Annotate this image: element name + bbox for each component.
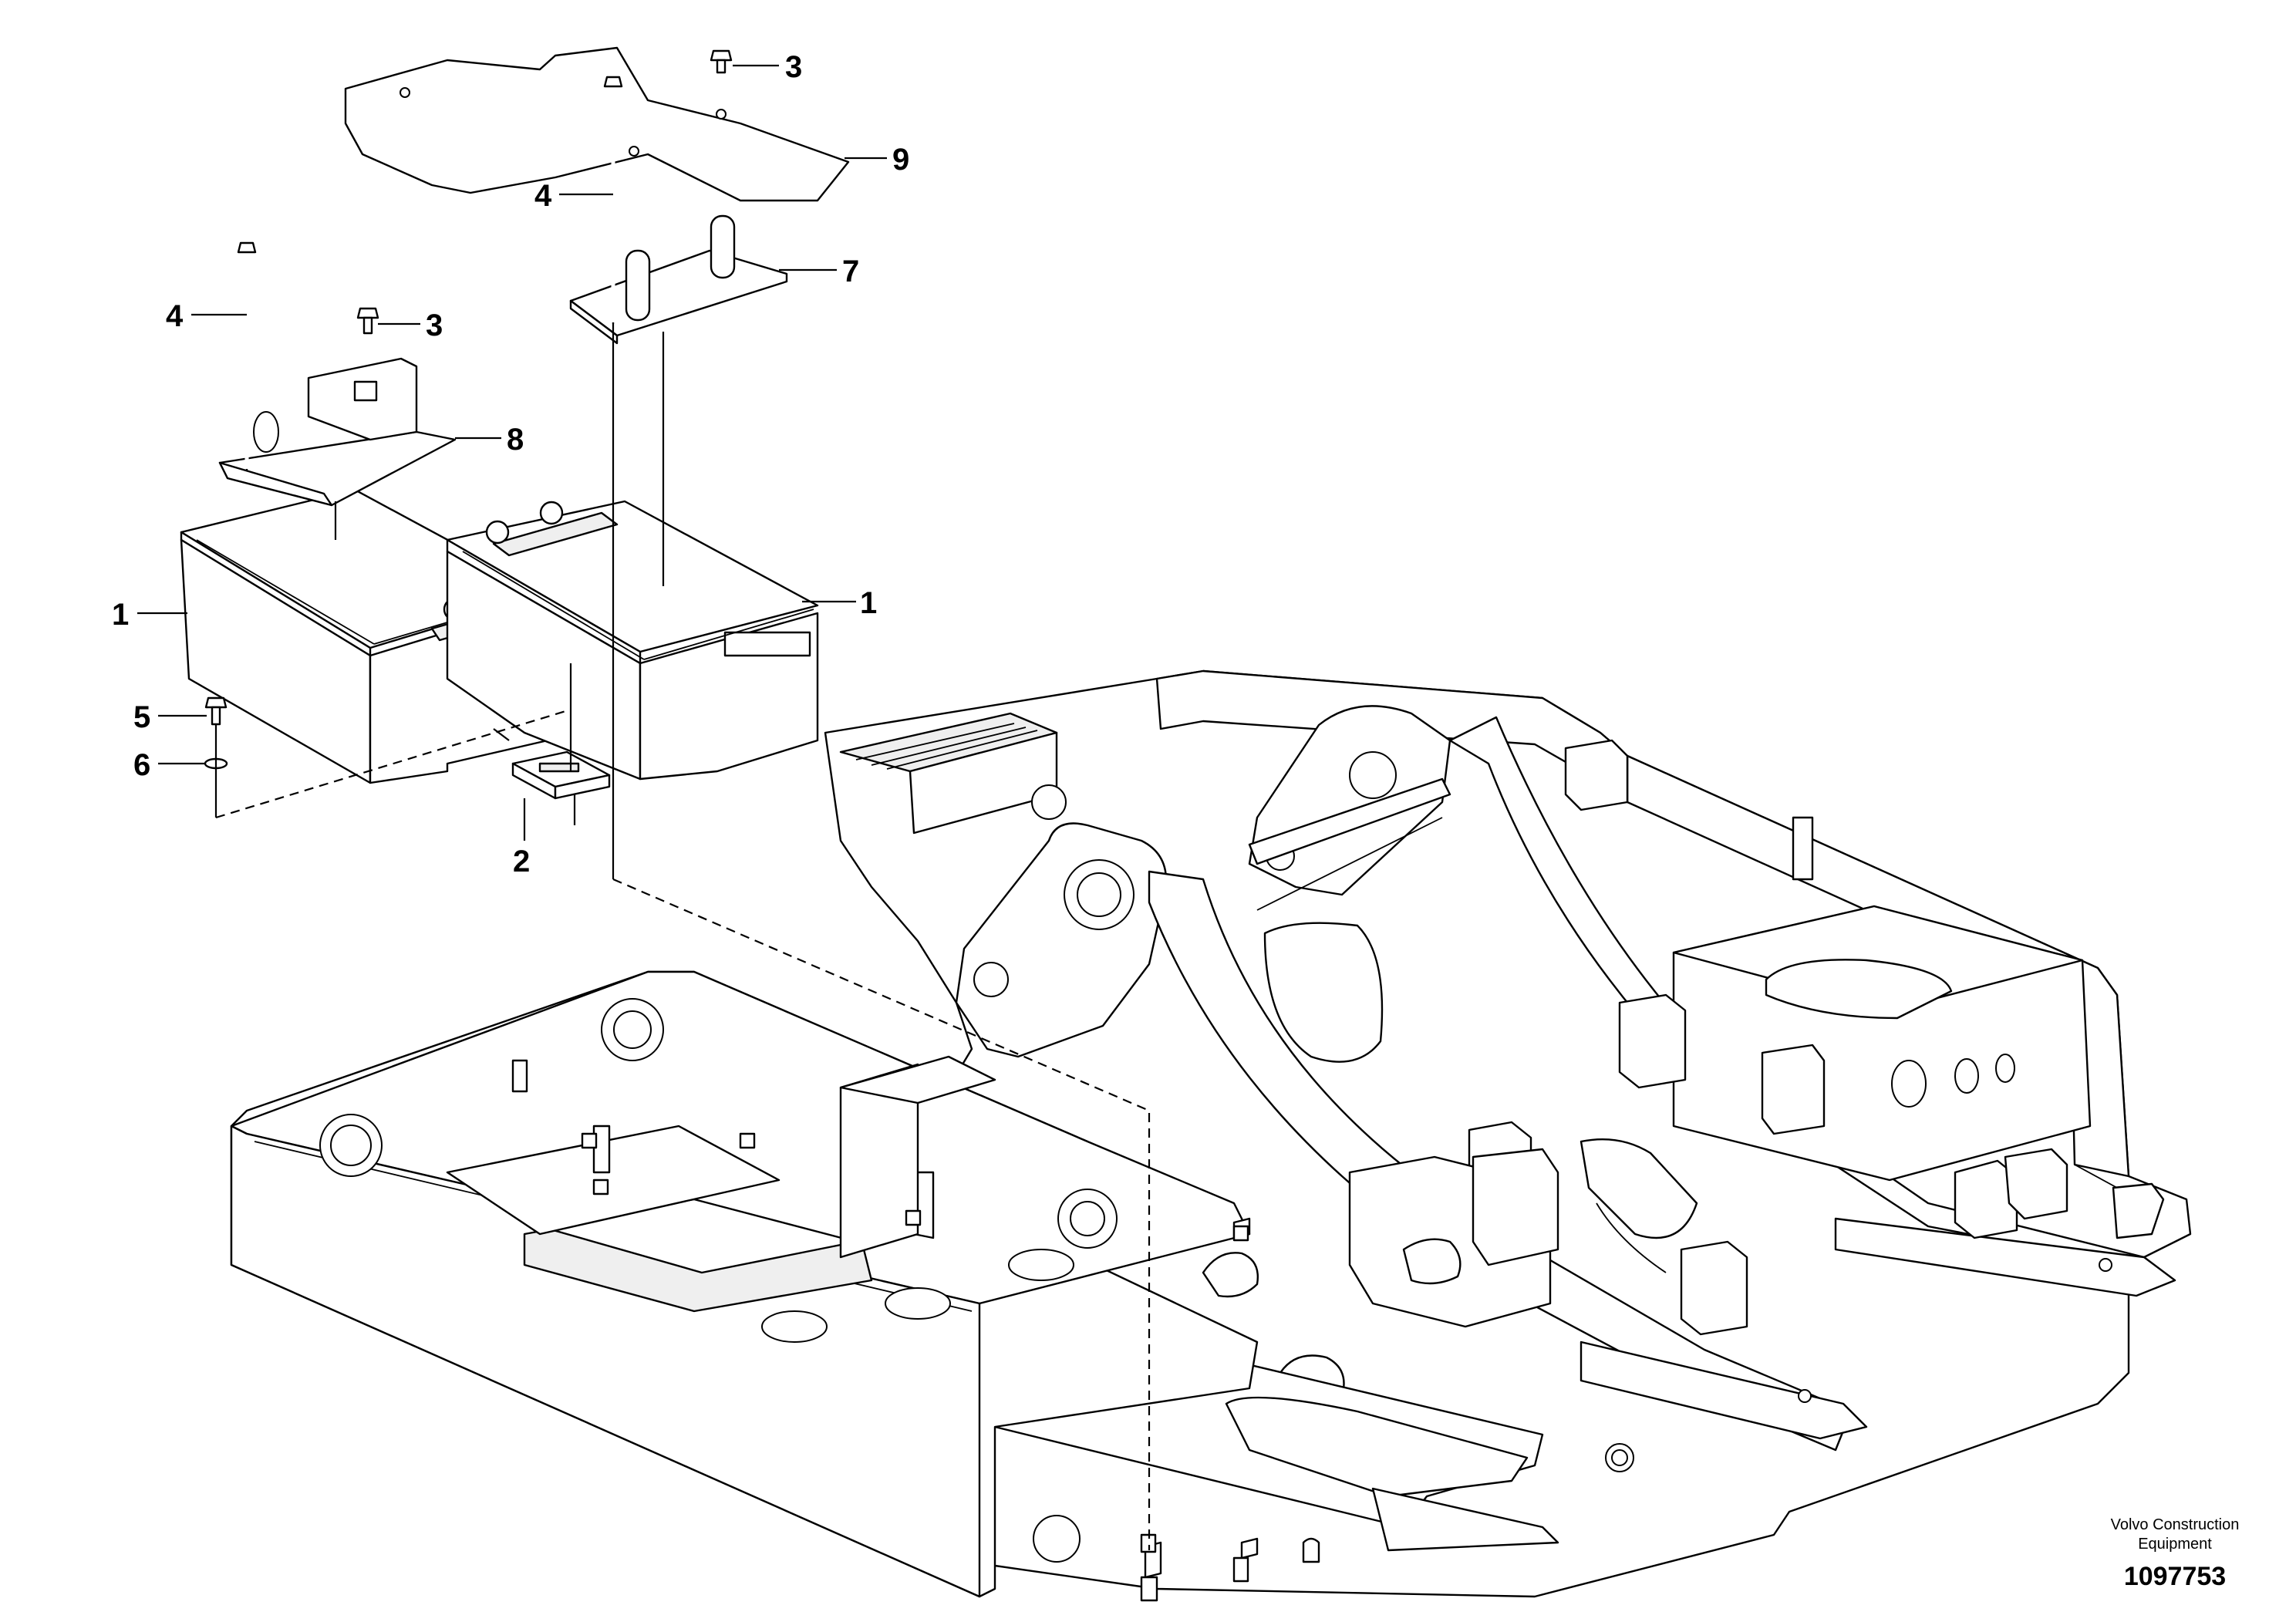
hold-down-clamp-8 [218,357,457,507]
callout-4-top: 4 [534,179,552,213]
bracket-2 [511,750,611,800]
leader-lines [137,64,1151,1550]
plate-7 [569,214,788,345]
callout-6: 6 [133,748,150,782]
callout-9: 9 [892,143,909,177]
document-number: 1097753 [2124,1562,2226,1591]
callout-5: 5 [133,700,150,734]
lower-chassis [230,970,1320,1602]
callout-4-left: 4 [166,299,184,333]
battery-right [446,500,819,781]
callout-3-top: 3 [785,50,802,84]
fasteners [204,49,733,770]
callout-1-right: 1 [860,586,877,620]
callout-3-mid: 3 [426,309,443,342]
callout-2: 2 [513,845,530,878]
brand-line-2: Equipment [2138,1536,2212,1553]
callout-8: 8 [507,423,524,457]
cover-9 [344,46,850,202]
callout-7: 7 [842,255,859,288]
callouts: 1 1 2 3 3 4 4 5 6 7 8 9 [112,50,909,878]
title-block: Volvo Construction Equipment 1097753 [2111,1516,2240,1591]
brand-line-1: Volvo Construction [2111,1516,2240,1533]
callout-1-left: 1 [112,598,129,632]
